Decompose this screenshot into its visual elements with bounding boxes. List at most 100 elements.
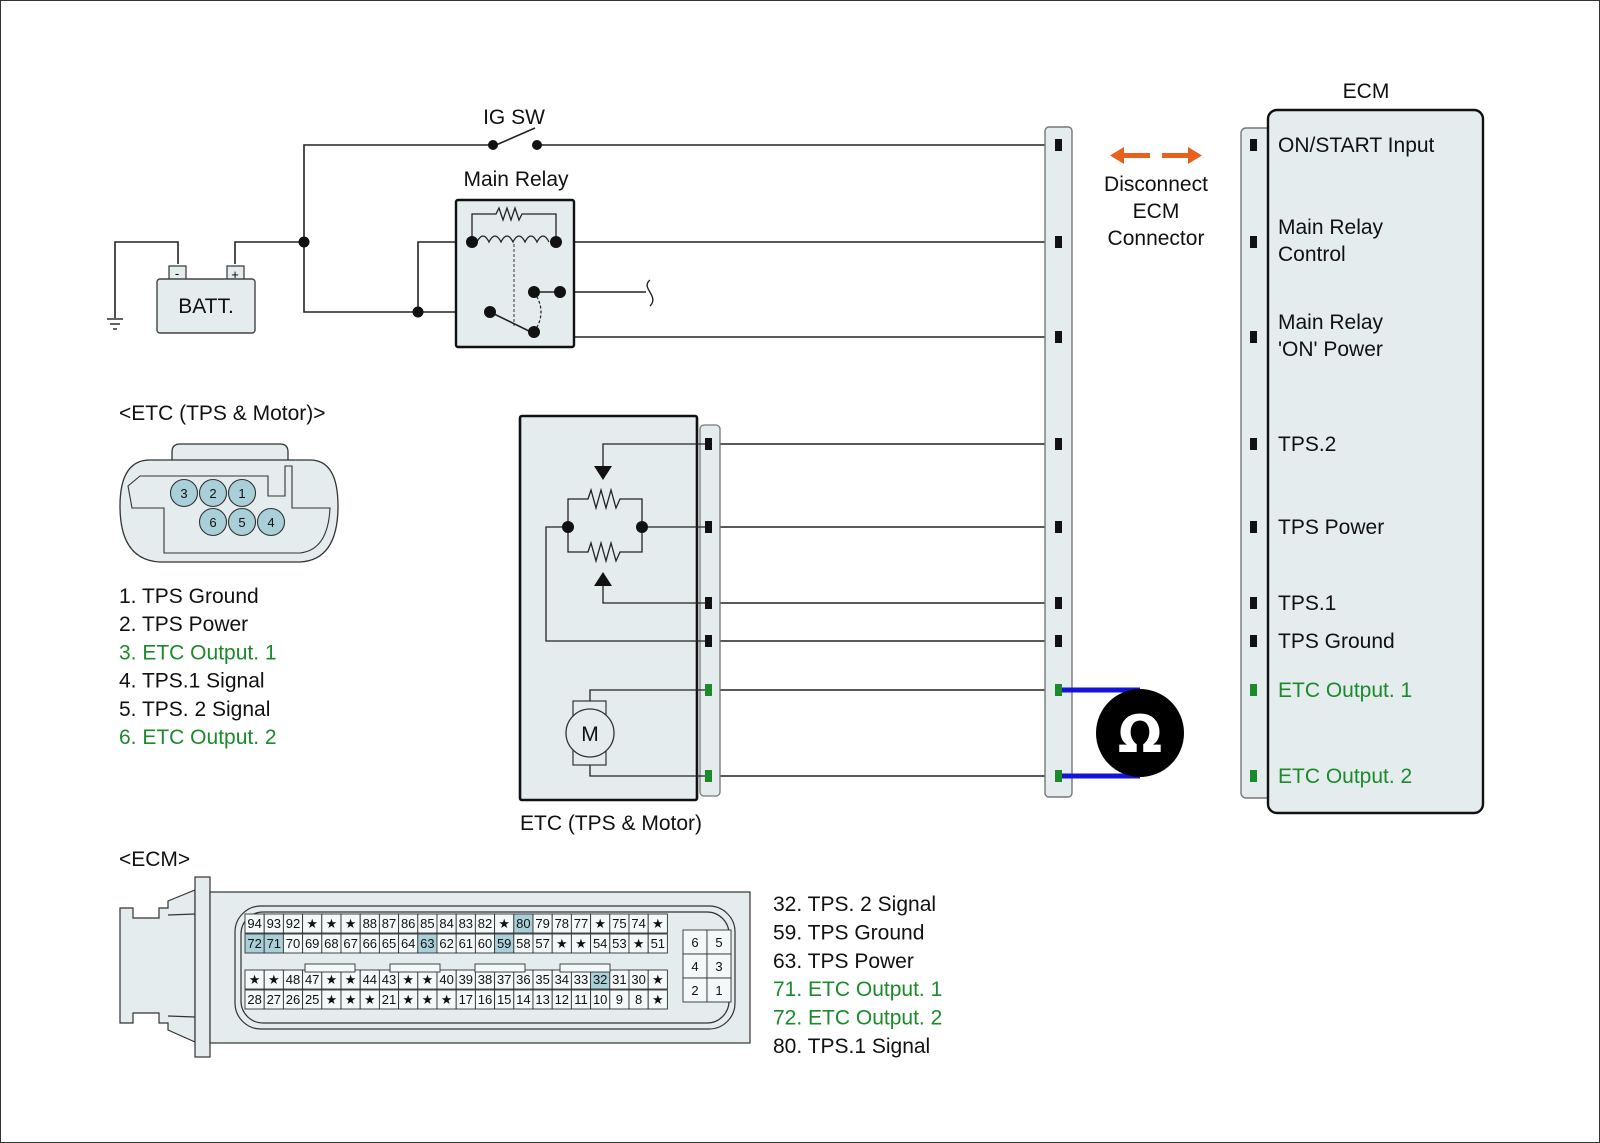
ecm-pin-number: 28 [247,992,261,1007]
ecm-pin-label: Main Relay [1278,216,1384,239]
ecm-terminal [1250,139,1257,151]
harness-terminal[interactable] [1055,139,1062,151]
ecm-key-slot [474,963,526,973]
etc-component: M [518,414,721,802]
ecm-pin-description: 59. TPS Ground [773,921,924,944]
harness-terminal[interactable] [1055,770,1062,782]
ecm-pin-number: ★ [422,972,434,987]
ecm-aux-pin-number: 4 [691,959,698,974]
etc-face-pin-number: 4 [267,515,274,530]
wiring [114,127,1060,777]
ecm-pin-number: ★ [402,992,414,1007]
harness-terminal[interactable] [1055,236,1062,248]
ecm-pin-number: 77 [574,916,588,931]
harness-terminal[interactable] [1055,438,1062,450]
ecm-pin-number: ★ [556,936,568,951]
disconnect-label-3: Connector [1108,227,1205,250]
ecm-harness-connector[interactable] [1044,126,1073,798]
etc-face-pin-number: 5 [238,515,245,530]
etc-face-pin [256,507,286,537]
harness-terminal[interactable] [1055,684,1062,696]
ecm-module [1266,108,1485,815]
etc-terminal [705,438,712,450]
ecm-pin-number: ★ [345,972,357,987]
ecm-pin-number: 74 [631,916,645,931]
ground-icon [107,318,123,330]
harness-terminal[interactable] [1055,597,1062,609]
ecm-pin-number: 87 [382,916,396,931]
ecm-pin-cell [647,913,668,934]
ecm-pin-number: 34 [555,972,569,987]
ecm-pin-number: ★ [652,992,664,1007]
ecm-terminal [1250,438,1257,450]
ecm-pin-number: ★ [441,992,453,1007]
ecm-pin-number: 36 [516,972,530,987]
etc-terminal [705,521,712,533]
ecm-pin-number: 70 [286,936,300,951]
ecm-pin-number: 86 [401,916,415,931]
ecm-pin-number: 69 [305,936,319,951]
ecm-pin-number: ★ [249,972,261,987]
etc-face-pin [227,478,257,508]
battery-label: BATT. [178,295,234,318]
ecm-pin-number: 31 [612,972,626,987]
etc-pin-description: 5. TPS. 2 Signal [119,698,270,721]
ecm-pin-number: 57 [535,936,549,951]
ecm-pin-number: 51 [651,936,665,951]
etc-terminal [705,770,712,782]
ecm-pin-cell [647,933,668,954]
ecm-pin-number: 60 [478,936,492,951]
harness-terminal[interactable] [1055,521,1062,533]
ecm-pin-number: ★ [268,972,280,987]
ecm-pin-number: 85 [420,916,434,931]
etc-face-pin-number: 1 [238,486,245,501]
etc-terminal [705,597,712,609]
ecm-pin-number: 62 [439,936,453,951]
ecm-pin-description: 71. ETC Output. 1 [773,978,942,1001]
ecm-pin-label: TPS Power [1278,516,1384,539]
ecm-pin-number: 68 [324,936,338,951]
ecm-pin-number: ★ [345,916,357,931]
ecm-pin-description: 72. ETC Output. 2 [773,1007,942,1030]
ecm-terminal [1250,521,1257,533]
ig-switch-label: IG SW [483,106,545,129]
ecm-pin-number: 15 [497,992,511,1007]
harness-terminal[interactable] [1055,331,1062,343]
ecm-pin-label: ON/START Input [1278,134,1435,157]
etc-face-pin [198,507,228,537]
ecm-pin-label: ETC Output. 2 [1278,765,1412,788]
ecm-pin-number: ★ [652,972,664,987]
ecm-pin-number: 10 [593,992,607,1007]
motor-label: M [581,723,599,746]
ecm-aux-pin-number: 2 [691,983,698,998]
ecm-pin-number: ★ [326,972,338,987]
ecm-pin-number: 48 [286,972,300,987]
ecm-pin-number: 27 [267,992,281,1007]
etc-face-pin-number: 3 [180,486,187,501]
etc-component-label: ETC (TPS & Motor) [520,812,702,835]
ecm-pin-cell [647,969,668,990]
ecm-pin-number: 38 [478,972,492,987]
ecm-pin-label: Main Relay [1278,311,1384,334]
ecm-pin-number: 94 [247,916,261,931]
main-relay-label: Main Relay [463,168,569,191]
ecm-pin-number: ★ [633,936,645,951]
ecm-pin-number: ★ [652,916,664,931]
wiper-arrow-icon [594,572,612,586]
junction-dot [298,236,310,248]
battery-positive: + [231,267,239,282]
ecm-pin-number: 84 [439,916,453,931]
ecm-pin-number: 37 [497,972,511,987]
ecm-pin-number: 53 [612,936,626,951]
ecm-pin-number: 17 [459,992,473,1007]
etc-pin-description: 4. TPS.1 Signal [119,670,265,693]
ecm-aux-pin-number: 5 [715,935,722,950]
etc-face-pin-number: 6 [209,515,216,530]
ecm-pin-number: 80 [516,916,530,931]
harness-terminal[interactable] [1055,635,1062,647]
ohmmeter[interactable]: Ω [1062,687,1184,779]
ecm-pin-number: 26 [286,992,300,1007]
ecm-key-slot [304,963,356,973]
ecm-terminal [1250,635,1257,647]
